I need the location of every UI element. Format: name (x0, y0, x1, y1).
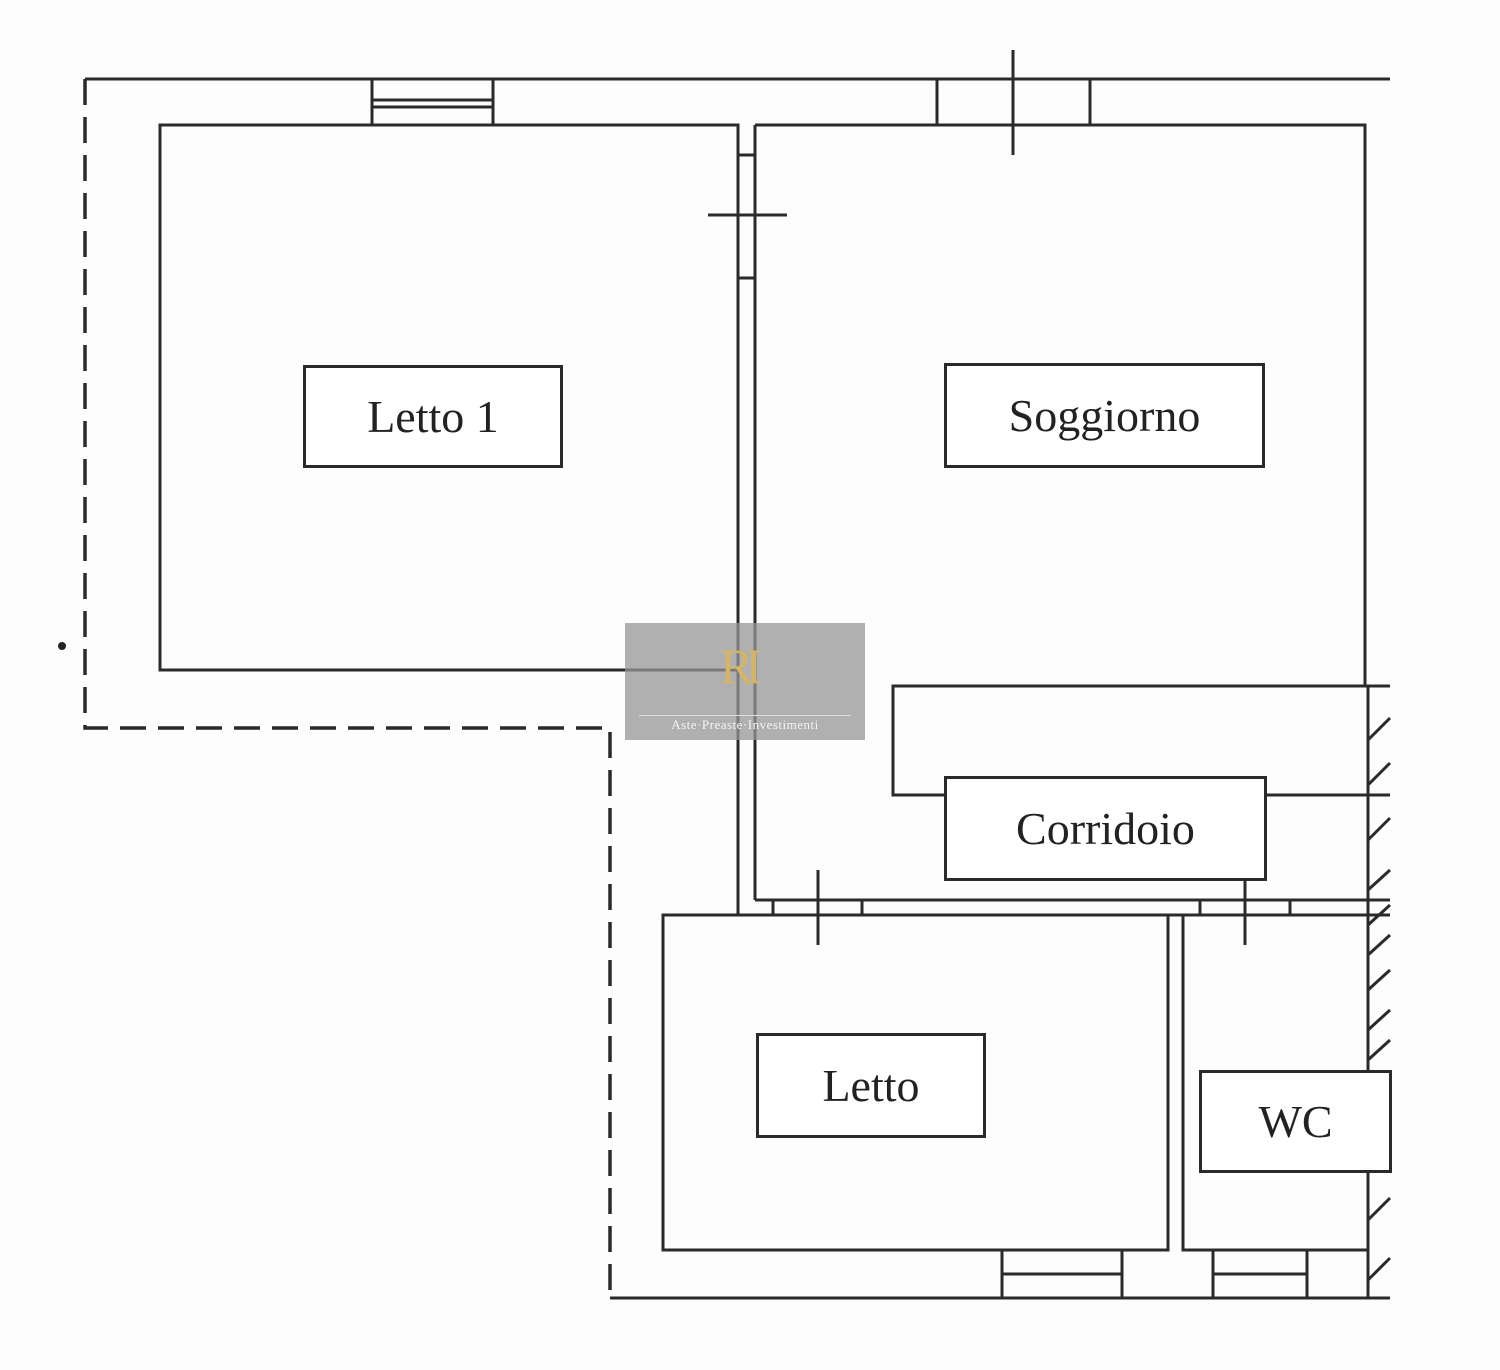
watermark-monogram: RI (720, 638, 762, 694)
label-letto1: Letto 1 (303, 365, 563, 468)
watermark-text: Aste·Preaste·Investimenti (639, 715, 851, 733)
window-top-left (370, 79, 495, 125)
corridor-bottom-wall (738, 898, 1390, 917)
dot-mark (58, 642, 66, 650)
boundary-dashed (83, 79, 612, 1298)
room-soggiorno-walls (755, 123, 1367, 686)
window-bottom-wc (1211, 1250, 1309, 1298)
watermark-logo: RI Aste·Preaste·Investimenti (625, 623, 865, 740)
label-soggiorno: Soggiorno (944, 363, 1265, 468)
wall-opening (738, 153, 755, 280)
label-corridoio: Corridoio (944, 776, 1267, 881)
internal-wall (736, 125, 757, 915)
room-letto-walls (661, 913, 1170, 1252)
label-letto: Letto (756, 1033, 986, 1138)
window-bottom-letto (1000, 1250, 1124, 1298)
wall-hatching (1366, 716, 1392, 1282)
door-jambs (771, 900, 1292, 915)
label-wc: WC (1199, 1070, 1392, 1173)
window-top-right (935, 50, 1092, 155)
